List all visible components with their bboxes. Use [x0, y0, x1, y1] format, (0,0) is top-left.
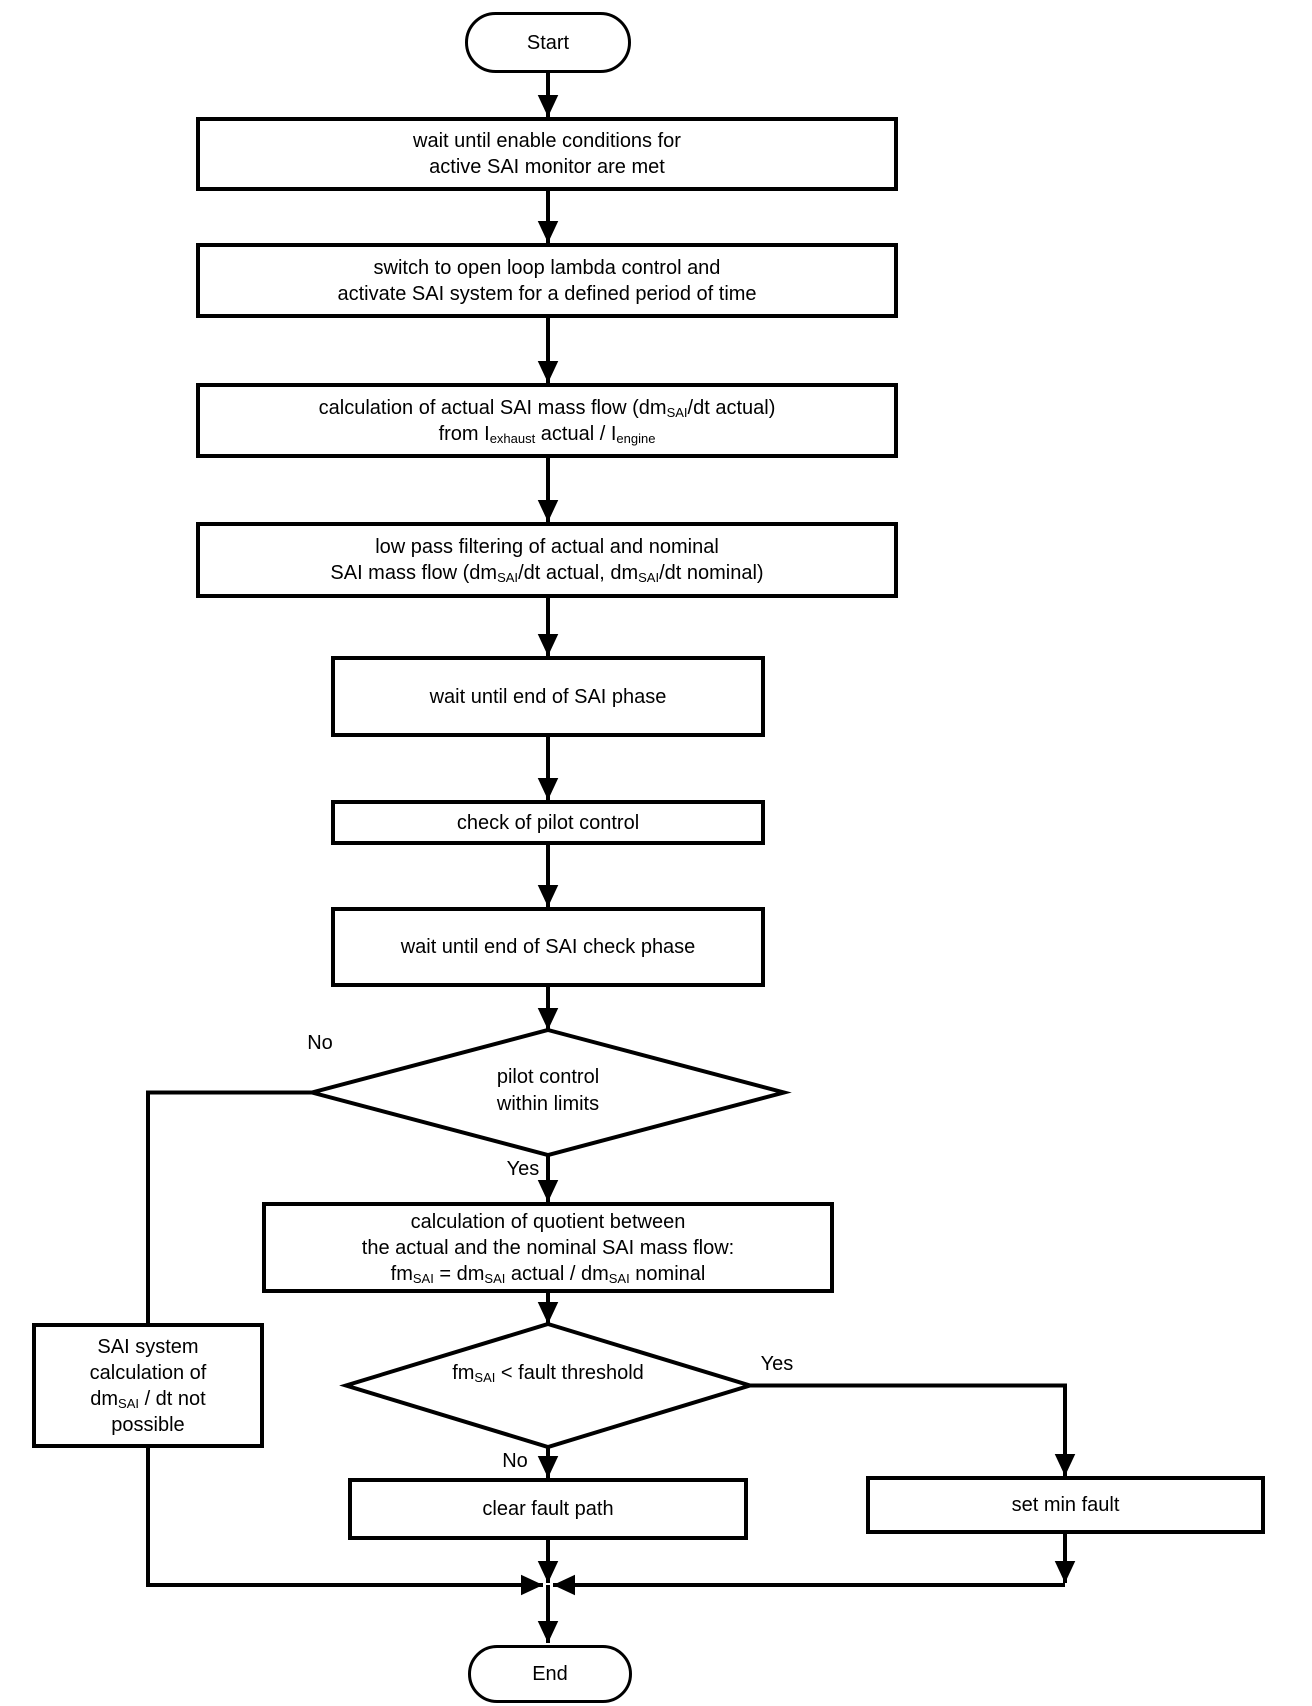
decision-pilot-diamond — [304, 1027, 792, 1158]
process-wait-end-sai-check-phase: wait until end of SAI check phase — [331, 907, 765, 987]
decision-threshold-diamond — [339, 1321, 757, 1450]
edge-label-pilot-no: No — [307, 1032, 333, 1054]
edge-pilot-no-upper — [146, 1090, 312, 1323]
edge-label-threshold-no: No — [502, 1450, 528, 1472]
edge-pilot-no-lower-to-junction — [146, 1448, 543, 1596]
decision-fault-threshold-label: fmSAI < fault threshold — [452, 1362, 644, 1385]
edge-label-pilot-yes: Yes — [506, 1158, 540, 1180]
process-low-pass-filter: low pass filtering of actual and nominal… — [196, 522, 898, 598]
process-clear-fault-path: clear fault path — [348, 1478, 748, 1540]
process-wait-end-sai-phase: wait until end of SAI phase — [331, 656, 765, 737]
edge-label-threshold-yes: Yes — [760, 1353, 794, 1375]
process-check-pilot-control: check of pilot control — [331, 800, 765, 845]
process-set-min-fault: set min fault — [866, 1476, 1265, 1534]
process-calc-actual-sai-flow: calculation of actual SAI mass flow (dmS… — [196, 383, 898, 458]
terminator-start: Start — [465, 12, 631, 73]
edge-threshold-yes-to-set-min-fault — [750, 1383, 1076, 1476]
terminator-end: End — [468, 1645, 632, 1703]
